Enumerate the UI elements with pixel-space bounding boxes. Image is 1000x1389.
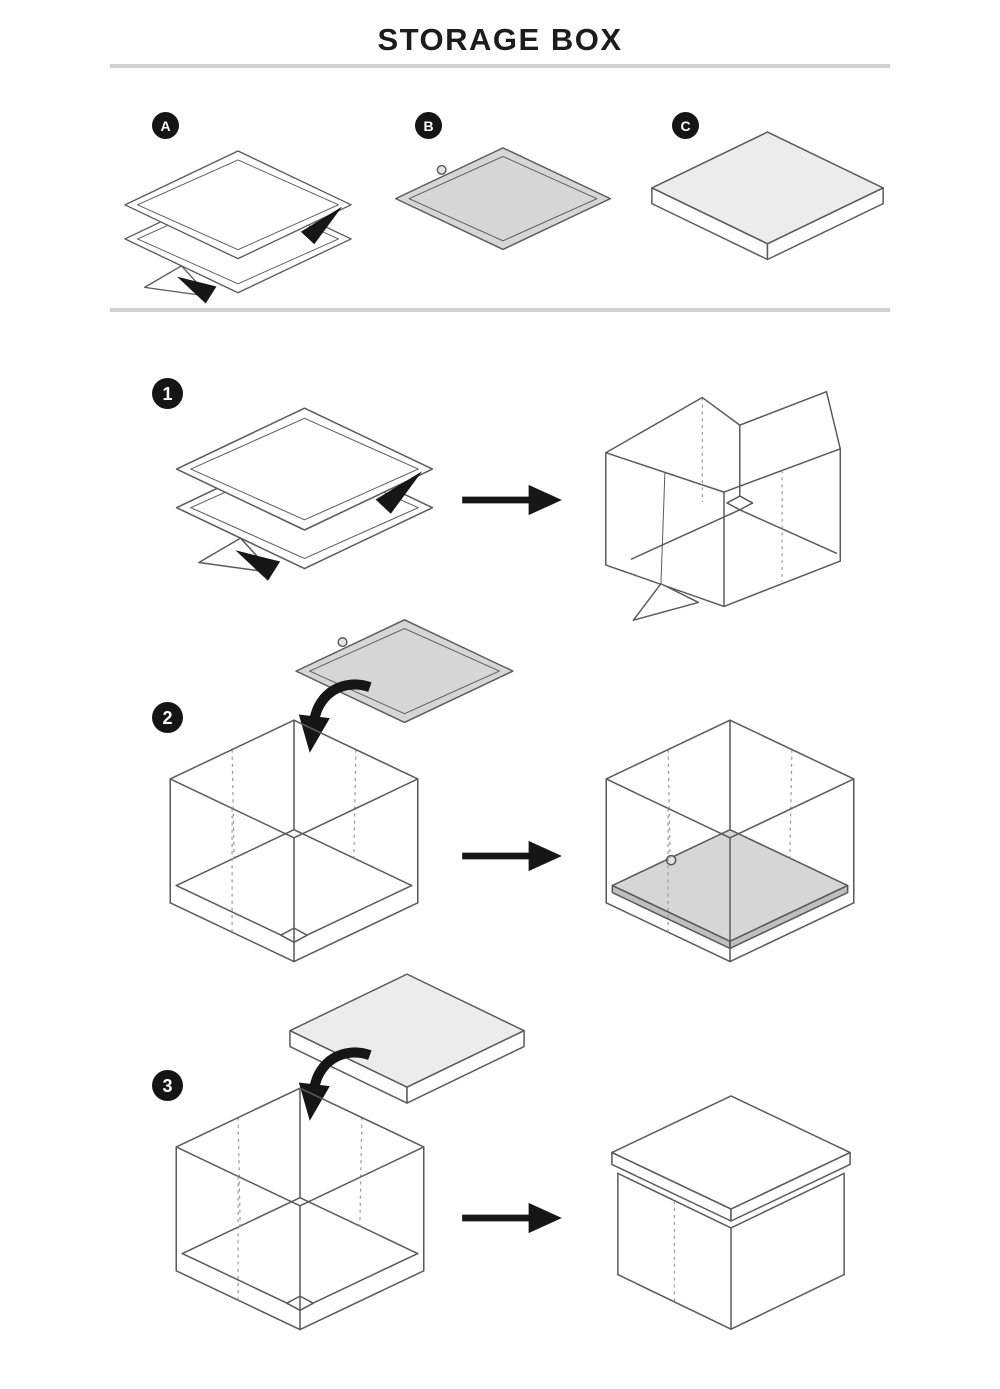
unfold-arrow-icon [176, 276, 217, 304]
part-a-badge: A [152, 112, 179, 139]
divider [110, 64, 890, 68]
step-1-badge: 1 [152, 378, 183, 409]
unfold-arrow-icon [300, 206, 343, 245]
part-c-badge: C [672, 112, 699, 139]
open-box-illustration [175, 1087, 425, 1331]
box-with-base-illustration [605, 719, 855, 963]
open-box-illustration [169, 719, 419, 963]
step-2-badge: 2 [152, 702, 183, 733]
half-open-box-illustration [605, 390, 842, 621]
base-hole [726, 495, 754, 511]
divider [110, 308, 890, 312]
arrow-right-icon [462, 484, 562, 516]
lid-illustration [289, 973, 525, 1104]
arrow-right-icon [462, 1202, 562, 1234]
page-title: STORAGE BOX [377, 22, 623, 57]
lid-illustration [651, 131, 884, 261]
base-panel-illustration [295, 619, 514, 724]
closed-box-illustration [611, 1095, 851, 1330]
arrow-right-icon [462, 840, 562, 872]
unfold-arrow-icon [375, 471, 423, 514]
knob-icon [337, 636, 348, 648]
part-b-badge: B [415, 112, 442, 139]
bottom-flap [632, 583, 700, 621]
base-panel-illustration [394, 147, 612, 251]
flat-folded-box-illustration [124, 150, 352, 304]
unfold-arrow-icon [235, 550, 281, 581]
flat-folded-box-illustration [175, 407, 434, 581]
closed-lid-top [611, 1095, 851, 1210]
curved-arrow-icon [298, 679, 372, 753]
knob-icon [436, 164, 447, 175]
knob-icon [665, 854, 677, 866]
step-3-badge: 3 [152, 1070, 183, 1101]
